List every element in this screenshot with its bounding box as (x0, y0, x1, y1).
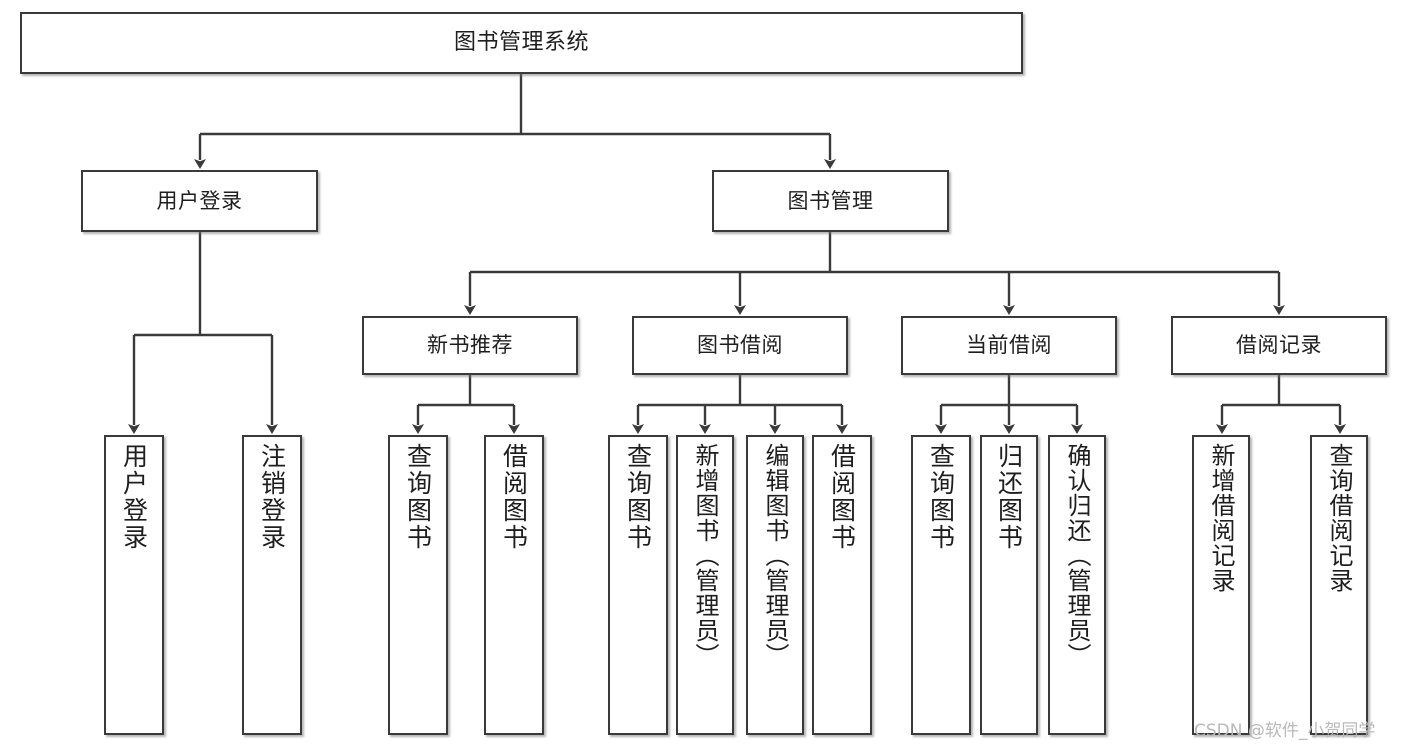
node-label: 借阅记录 (1236, 333, 1322, 358)
node-label: 编辑图书（管理员） (761, 443, 789, 668)
node-label: 借阅图书 (499, 443, 529, 551)
node-root-system[interactable]: 图书管理系统 (20, 12, 1023, 74)
leaf-confirm-return-admin[interactable]: 确认归还（管理员） (1048, 435, 1106, 735)
leaf-return-book[interactable]: 归还图书 (980, 435, 1038, 735)
node-new-book-recommend[interactable]: 新书推荐 (362, 316, 578, 375)
leaf-user-login[interactable]: 用户登录 (104, 435, 164, 735)
leaf-borrow-book[interactable]: 借阅图书 (812, 435, 872, 735)
node-label: 查询图书 (926, 443, 956, 551)
node-label: 图书管理系统 (453, 30, 589, 56)
node-label: 确认归还（管理员） (1063, 443, 1091, 668)
leaf-edit-book-admin[interactable]: 编辑图书（管理员） (746, 435, 804, 735)
node-label: 新书推荐 (427, 333, 513, 358)
node-label: 归还图书 (994, 443, 1024, 551)
leaf-add-book-admin[interactable]: 新增图书（管理员） (676, 435, 734, 735)
node-borrow-record[interactable]: 借阅记录 (1171, 316, 1387, 375)
leaf-logout[interactable]: 注销登录 (242, 435, 302, 735)
node-label: 借阅图书 (827, 443, 857, 551)
leaf-query-borrow-record[interactable]: 查询借阅记录 (1310, 435, 1368, 735)
leaf-borrow-book-new[interactable]: 借阅图书 (484, 435, 544, 735)
node-label: 图书借阅 (697, 333, 783, 358)
node-label: 当前借阅 (966, 333, 1052, 358)
node-book-management[interactable]: 图书管理 (712, 170, 949, 232)
node-label: 用户登录 (156, 188, 243, 213)
node-label: 查询图书 (623, 443, 653, 551)
node-label: 注销登录 (257, 443, 287, 551)
node-label: 新增借阅记录 (1207, 443, 1235, 593)
leaf-query-book-current[interactable]: 查询图书 (911, 435, 971, 735)
leaf-query-book-new[interactable]: 查询图书 (388, 435, 448, 735)
node-label: 查询借阅记录 (1325, 443, 1353, 593)
node-label: 新增图书（管理员） (691, 443, 719, 668)
node-label: 查询图书 (403, 443, 433, 551)
node-label: 图书管理 (787, 188, 874, 213)
leaf-add-borrow-record[interactable]: 新增借阅记录 (1192, 435, 1250, 735)
node-user-login[interactable]: 用户登录 (81, 170, 318, 232)
node-current-borrow[interactable]: 当前借阅 (901, 316, 1117, 375)
node-label: 用户登录 (119, 443, 149, 551)
node-book-borrow[interactable]: 图书借阅 (632, 316, 848, 375)
leaf-query-book-borrow[interactable]: 查询图书 (608, 435, 668, 735)
